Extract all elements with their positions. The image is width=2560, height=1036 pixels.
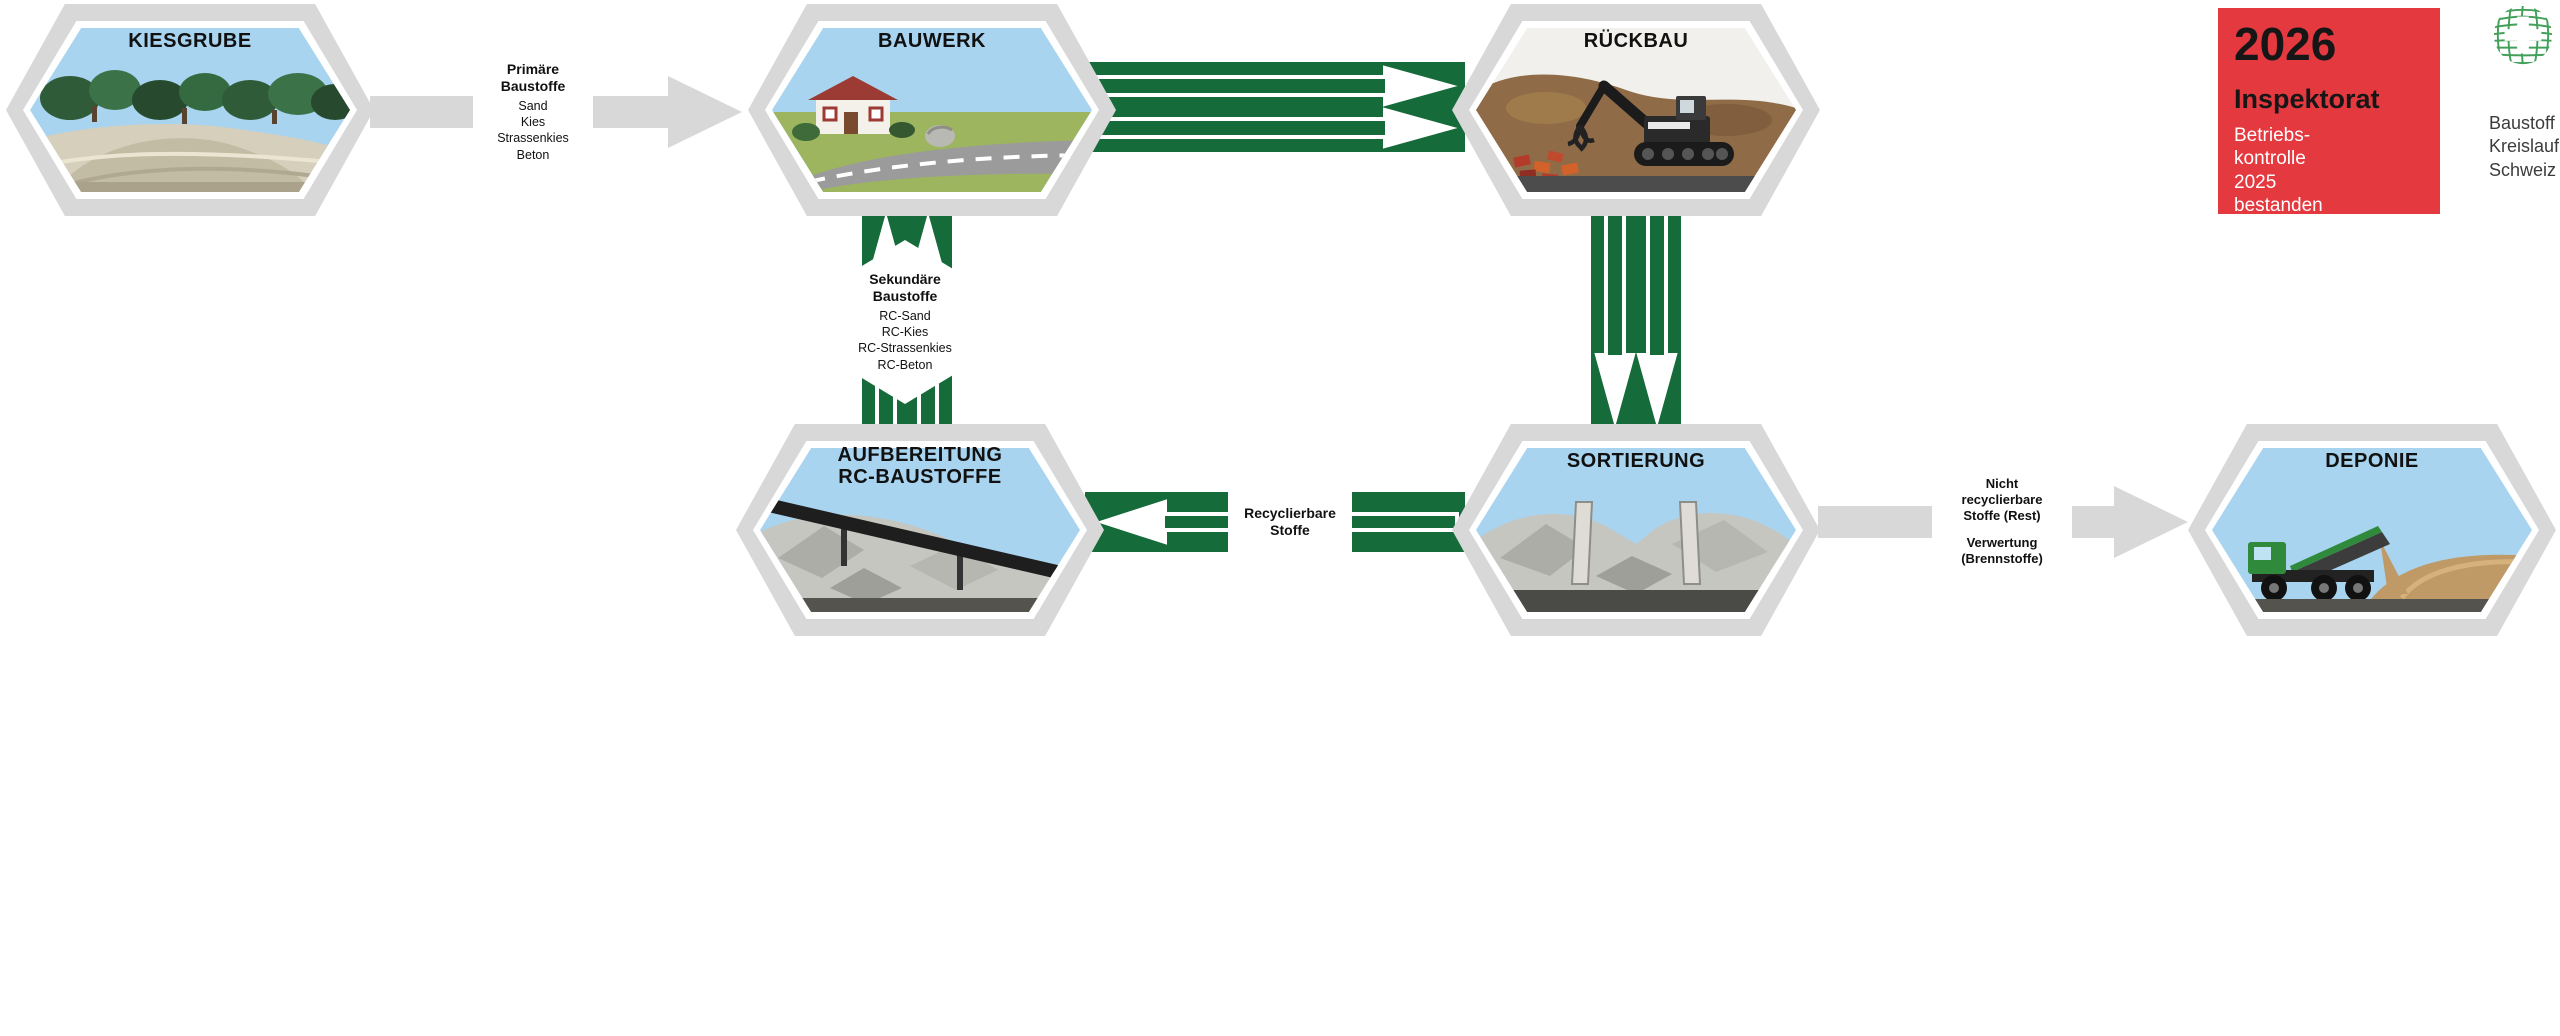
inspection-title: Inspektorat — [2234, 84, 2380, 115]
flow-label-title: Nicht recyclierbare Stoffe (Rest) — [1961, 476, 2043, 523]
rueckbau-art — [1476, 28, 1796, 192]
deponie-illustration — [2212, 448, 2532, 612]
swiss-cross-icon — [2504, 16, 2542, 54]
flow-label-item: Beton — [516, 147, 550, 162]
aufbereitung-illustration — [760, 448, 1080, 612]
node-bauwerk: BAUWERK — [748, 4, 1116, 216]
flow-label-item: RC-Strassenkies — [858, 341, 952, 356]
flow-label-nicht-recyclierbare-stoffe: Nicht recyclierbare Stoffe (Rest) Verwer… — [1932, 432, 2072, 612]
node-deponie: DEPONIE — [2188, 424, 2556, 636]
kiesgrube-art — [30, 28, 350, 192]
flow-label-recyclierbare-stoffe: Recyclierbare Stoffe — [1228, 452, 1352, 592]
node-label-rueckbau: RÜCKBAU — [1583, 30, 1689, 52]
flow-label-title: Recyclierbare Stoffe — [1244, 505, 1336, 538]
flow-label-subtitle: Verwertung (Brennstoffe) — [1961, 535, 2043, 567]
aufbereitung-art — [760, 448, 1080, 612]
flow-label-item: Strassenkies — [497, 131, 569, 146]
arrow-rueckbau-to-sortierung — [1591, 205, 1681, 435]
kiesgrube-illustration — [30, 28, 350, 192]
flow-label-item: RC-Beton — [877, 357, 933, 372]
node-kiesgrube: KIESGRUBE — [6, 4, 374, 216]
rueckbau-illustration — [1476, 28, 1796, 192]
bauwerk-illustration — [772, 28, 1092, 192]
globe-cross-icon — [2493, 5, 2553, 65]
node-aufbereitung: AUFBEREITUNG RC-BAUSTOFFE — [736, 424, 1104, 636]
node-label-bauwerk: BAUWERK — [878, 30, 986, 52]
flow-label-items: Sand Kies Strassenkies Beton — [497, 98, 569, 163]
deponie-art — [2212, 448, 2532, 612]
inspection-year: 2026 — [2234, 18, 2337, 70]
flow-label-items: RC-Sand RC-Kies RC-Strassenkies RC-Beton — [858, 308, 952, 373]
double-arrow-down-icon — [1591, 205, 1681, 435]
sortierung-illustration — [1476, 448, 1796, 612]
flow-label-title: Sekundäre Baustoffe — [869, 271, 941, 304]
flow-label-item: RC-Kies — [881, 325, 929, 340]
arrow-bauwerk-to-rueckbau — [1085, 62, 1465, 152]
node-label-aufbereitung: AUFBEREITUNG RC-BAUSTOFFE — [837, 444, 1003, 489]
inspection-text: Betriebs- kontrolle 2025 bestanden — [2234, 125, 2323, 216]
flow-label-item: Kies — [520, 115, 546, 130]
sortierung-art — [1476, 448, 1796, 612]
bks-logo — [2492, 4, 2554, 66]
flow-label-primaere-baustoffe: Primäre Baustoffe Sand Kies Strassenkies… — [473, 36, 593, 188]
bks-logo-text: Baustoff Kreislauf Schweiz — [2489, 113, 2560, 180]
node-label-deponie: DEPONIE — [2325, 450, 2419, 472]
node-sortierung: SORTIERUNG — [1452, 424, 1820, 636]
node-rueckbau: RÜCKBAU — [1452, 4, 1820, 216]
inspection-badge: 2026 Inspektorat Betriebs- kontrolle 202… — [2218, 8, 2440, 216]
flow-label-item: RC-Sand — [879, 308, 931, 323]
node-label-sortierung: SORTIERUNG — [1566, 450, 1706, 472]
bauwerk-art — [772, 28, 1092, 192]
double-arrow-right-icon — [1085, 62, 1465, 152]
node-label-kiesgrube: KIESGRUBE — [128, 30, 252, 52]
flow-label-item: Sand — [518, 98, 548, 113]
flow-label-sekundaere-baustoffe: Sekundäre Baustoffe RC-Sand RC-Kies RC-S… — [837, 240, 973, 404]
flow-label-title: Primäre Baustoffe — [500, 61, 566, 94]
